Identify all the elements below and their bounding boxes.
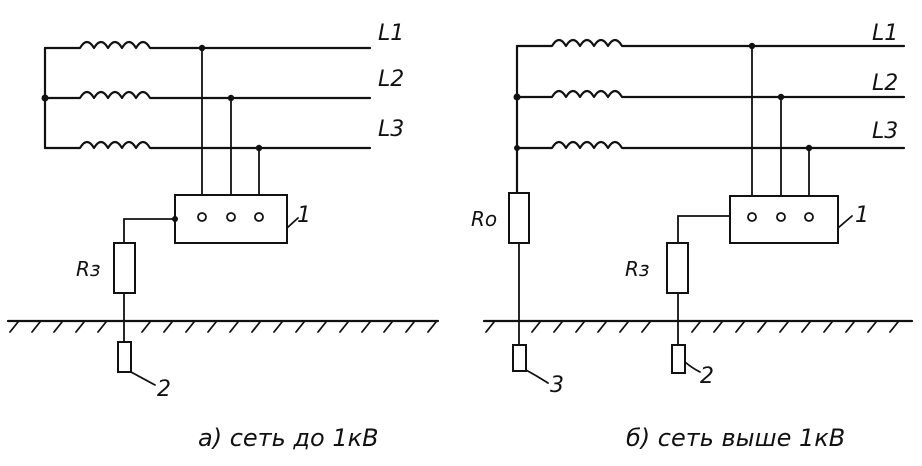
left-case-connection xyxy=(172,216,178,222)
right-terminal-1 xyxy=(747,212,757,222)
left-terminal-1 xyxy=(197,212,207,222)
right-neutral-electrode-leader xyxy=(525,369,549,384)
right-label-l3: L3 xyxy=(872,119,898,144)
right-junction-l2 xyxy=(777,93,785,101)
right-neutral-electrode-number: 3 xyxy=(550,373,564,398)
right-resistor-label: Rз xyxy=(625,257,650,281)
left-label-l1: L1 xyxy=(378,21,404,46)
left-caption: а) сеть до 1кВ xyxy=(198,424,379,452)
left-winding-l2 xyxy=(43,90,372,100)
right-ground-conductor-top xyxy=(677,215,731,244)
left-device-number: 1 xyxy=(297,203,311,228)
right-star-point xyxy=(513,93,521,101)
left-ground-electrode xyxy=(117,341,132,373)
left-junction-l2 xyxy=(227,94,235,102)
left-terminal-3 xyxy=(254,212,264,222)
left-junction-l3 xyxy=(255,144,263,152)
left-earth-hatching xyxy=(9,321,437,333)
left-label-l3: L3 xyxy=(378,117,404,142)
right-neutral-resistor xyxy=(508,192,530,244)
right-ground-electrode xyxy=(671,344,686,374)
left-label-l2: L2 xyxy=(378,67,404,92)
left-star-point xyxy=(41,94,49,102)
right-winding-l3 xyxy=(515,140,906,150)
right-junction-l1 xyxy=(748,42,756,50)
right-junction-l3 xyxy=(805,144,813,152)
right-device-number: 1 xyxy=(855,203,869,228)
left-junction-l1 xyxy=(198,44,206,52)
left-diagram: 1 Rз 2 L1 L2 L3 а) сеть до 1кВ xyxy=(6,21,440,452)
left-ground-conductor-top xyxy=(123,218,176,244)
right-caption: б) сеть выше 1кВ xyxy=(626,424,845,452)
left-device-leader xyxy=(286,217,299,229)
left-device-body xyxy=(174,194,288,244)
right-winding-l2 xyxy=(515,89,906,99)
right-electrode-number: 2 xyxy=(700,364,714,389)
left-electrode-number: 2 xyxy=(157,377,171,402)
right-electrode-leader xyxy=(684,361,701,373)
left-terminal-2 xyxy=(226,212,236,222)
right-neutral-resistor-label: Ro xyxy=(471,207,497,231)
left-winding-l3 xyxy=(43,140,372,150)
right-earth-hatching xyxy=(485,321,899,333)
right-label-l1: L1 xyxy=(872,21,898,46)
right-winding-l1 xyxy=(515,38,906,48)
right-neutral-ground-electrode xyxy=(512,344,527,372)
left-resistor-label: Rз xyxy=(76,257,101,281)
right-terminal-3 xyxy=(804,212,814,222)
right-terminal-2 xyxy=(776,212,786,222)
right-neutral-junction xyxy=(514,145,520,151)
left-ground-resistor xyxy=(113,242,136,294)
right-label-l2: L2 xyxy=(872,71,898,96)
left-electrode-leader xyxy=(130,371,156,386)
left-winding-l1 xyxy=(43,40,372,50)
right-ground-resistor xyxy=(666,242,689,294)
right-device-leader xyxy=(837,215,853,229)
right-diagram: Ro 1 Rз xyxy=(471,21,914,452)
